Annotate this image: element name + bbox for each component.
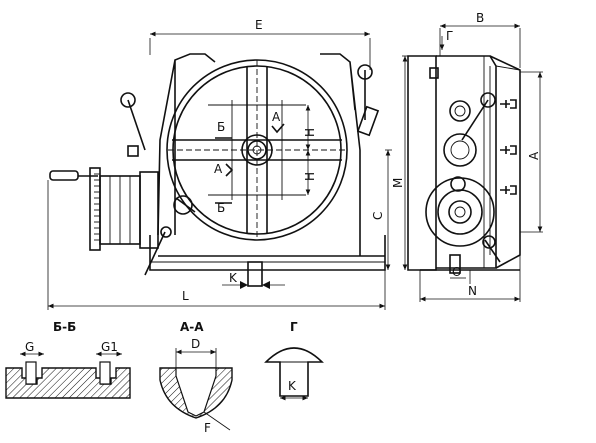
mark-a-upper: А bbox=[272, 110, 281, 124]
mark-b-upper: Б bbox=[217, 120, 225, 134]
dim-H-lower: H bbox=[303, 172, 317, 181]
dim-O: O bbox=[452, 265, 461, 279]
mark-a-lower: А bbox=[214, 162, 223, 176]
dim-B: B bbox=[476, 11, 484, 25]
dim-K-section: K bbox=[288, 379, 297, 393]
base-outline bbox=[149, 235, 386, 271]
dim-D: D bbox=[191, 337, 200, 351]
lever-knob-left-top bbox=[120, 92, 136, 108]
lever-left-top bbox=[127, 99, 146, 151]
handle-grip bbox=[49, 170, 79, 181]
mark-b-lower: Б bbox=[217, 201, 225, 215]
lever-knob-right-top bbox=[357, 64, 373, 80]
side-view bbox=[407, 55, 521, 274]
dim-F: F bbox=[204, 421, 211, 435]
side-dimensions: B Г M A O N bbox=[391, 11, 543, 302]
dim-H-upper: H bbox=[303, 128, 317, 137]
dim-M: M bbox=[391, 178, 405, 188]
right-column bbox=[320, 53, 361, 256]
dim-N: N bbox=[468, 284, 477, 298]
dim-K: K bbox=[229, 271, 238, 285]
dim-A: A bbox=[527, 151, 541, 160]
side-knob-middle bbox=[443, 133, 477, 167]
small-bolt bbox=[127, 145, 139, 157]
dim-G: G bbox=[25, 340, 34, 354]
section-g-title: Г bbox=[290, 320, 298, 334]
section-bb-title: Б-Б bbox=[53, 320, 76, 334]
dim-C: C bbox=[371, 212, 385, 220]
side-dial-mid bbox=[437, 189, 483, 235]
section-bb-body bbox=[5, 367, 131, 399]
side-dial-inner bbox=[448, 200, 472, 224]
base-slot bbox=[247, 261, 263, 287]
front-view: Б Б А А bbox=[49, 53, 386, 287]
clamp-right bbox=[356, 105, 380, 137]
side-lever bbox=[461, 99, 489, 141]
section-aa-title: А-А bbox=[180, 320, 204, 334]
side-knob-upper bbox=[449, 100, 471, 122]
side-body bbox=[407, 55, 437, 271]
lever-lower bbox=[144, 231, 166, 276]
dial-ticks bbox=[94, 173, 100, 241]
section-aa: А-А D F bbox=[159, 320, 233, 435]
section-bb: Б-Б G G1 bbox=[5, 320, 131, 399]
front-dimensions: E L C H H K bbox=[47, 18, 392, 310]
section-g: Г K bbox=[264, 320, 324, 401]
dim-G1: G1 bbox=[101, 340, 118, 354]
dim-E: E bbox=[255, 18, 263, 32]
dim-G-top: Г bbox=[446, 29, 453, 43]
t-bolts-right bbox=[500, 99, 517, 195]
side-lower-lever bbox=[484, 239, 501, 263]
dim-L: L bbox=[182, 289, 189, 303]
lock-knob bbox=[173, 195, 193, 215]
